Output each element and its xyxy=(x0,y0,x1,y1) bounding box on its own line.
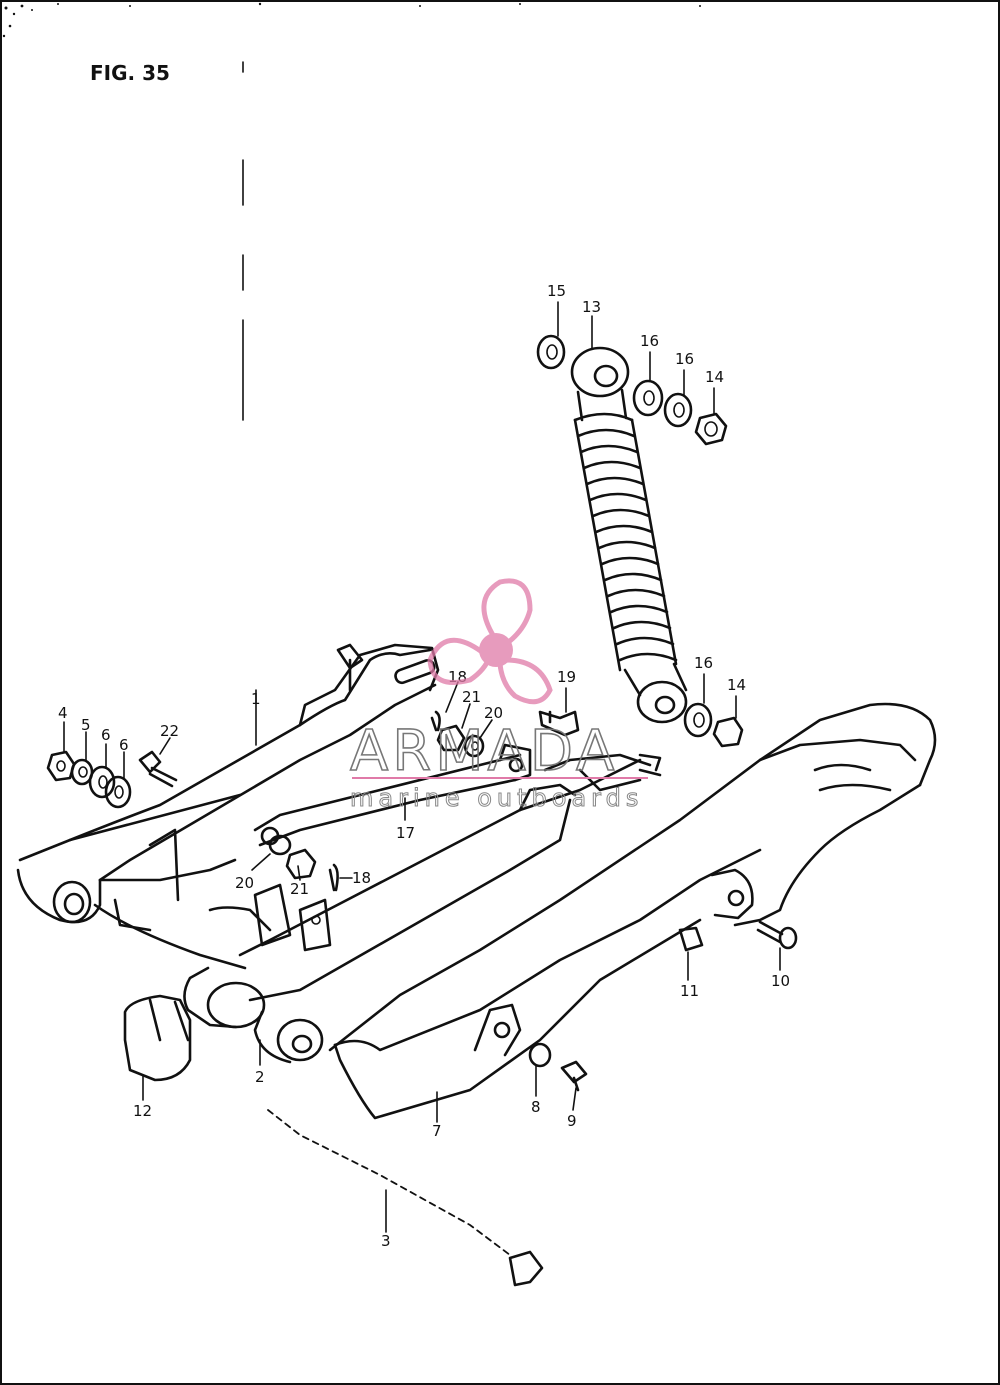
washer-16-upper xyxy=(632,379,693,428)
bolt-9 xyxy=(560,1060,588,1092)
washer-8 xyxy=(528,1042,552,1068)
callout-1: 1 xyxy=(251,690,261,708)
callout-18: 18 xyxy=(352,869,371,887)
screw-10 xyxy=(756,920,798,950)
clip-11 xyxy=(678,926,704,952)
scan-noise xyxy=(2,2,701,38)
callout-21: 21 xyxy=(290,880,309,898)
callout-20: 20 xyxy=(484,704,503,722)
axle-3 xyxy=(267,1109,544,1287)
callout-20: 20 xyxy=(235,874,254,892)
propeller-logo xyxy=(427,578,553,705)
washer-20-upper xyxy=(463,734,485,758)
callout-9: 9 xyxy=(567,1112,577,1130)
pivot-washer-6b xyxy=(104,775,132,809)
callout-7: 7 xyxy=(432,1122,442,1140)
leader-lines xyxy=(63,301,781,1233)
callout-21: 21 xyxy=(462,688,481,706)
callout-2: 2 xyxy=(255,1068,265,1086)
figure-title: FIG. 35 xyxy=(90,61,170,85)
callout-3: 3 xyxy=(381,1232,391,1250)
washer-16-lower xyxy=(683,702,713,738)
chain-buffer-12 xyxy=(123,994,192,1082)
washer-15 xyxy=(536,334,566,370)
pivot-nut-4 xyxy=(46,750,76,782)
callout-8: 8 xyxy=(531,1098,541,1116)
cotter-pin-18-lower xyxy=(328,863,339,892)
washer-20-lower xyxy=(268,834,292,856)
watermark-tagline: marine outboards xyxy=(350,784,643,812)
callout-19: 19 xyxy=(557,668,576,686)
watermark-brand: ARMADA xyxy=(350,719,618,784)
bolt-19 xyxy=(538,710,580,737)
callout-5: 5 xyxy=(81,716,91,734)
pivot-washer-6a xyxy=(88,765,116,799)
callout-12: 12 xyxy=(133,1102,152,1120)
callout-14: 14 xyxy=(727,676,746,694)
nut-14-upper xyxy=(694,412,728,446)
bolt-22 xyxy=(138,750,178,788)
chain-case xyxy=(328,702,937,1120)
nut-21-lower xyxy=(285,848,317,880)
shock-absorber xyxy=(570,346,688,724)
callout-10: 10 xyxy=(771,972,790,990)
callout-17: 17 xyxy=(396,824,415,842)
callout-16: 16 xyxy=(675,350,694,368)
cotter-pin-18-upper xyxy=(430,710,441,732)
callout-6: 6 xyxy=(119,736,129,754)
nut-21-upper xyxy=(436,724,466,752)
callout-13: 13 xyxy=(582,298,601,316)
callout-22: 22 xyxy=(160,722,179,740)
swing-arm xyxy=(16,643,642,1064)
watermark: ARMADA marine outboards xyxy=(349,578,648,813)
callout-6: 6 xyxy=(101,726,111,744)
callout-11: 11 xyxy=(680,982,699,1000)
callout-16: 16 xyxy=(640,332,659,350)
callout-4: 4 xyxy=(58,704,68,722)
callout-15: 15 xyxy=(547,282,566,300)
callout-14: 14 xyxy=(705,368,724,386)
callouts: 15 13 16 16 14 16 14 19 18 21 20 4 5 6 6… xyxy=(58,282,790,1250)
nut-14-lower xyxy=(712,716,744,748)
callout-16: 16 xyxy=(694,654,713,672)
